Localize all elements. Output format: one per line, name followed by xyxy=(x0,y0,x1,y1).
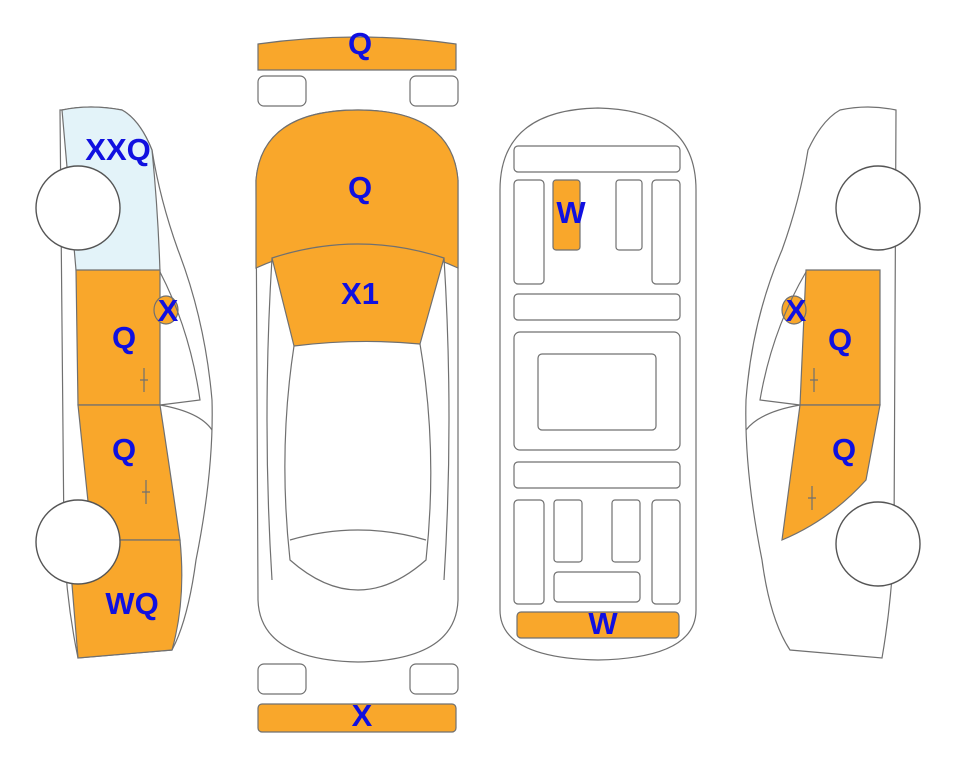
underbody-rear-slot-right xyxy=(611,499,641,563)
right-window-line xyxy=(745,271,807,431)
right-small-mark-code: X xyxy=(786,293,807,328)
left-front-door-code: Q xyxy=(112,320,136,355)
underbody-cross-member xyxy=(513,293,681,321)
left-door-handle-rear xyxy=(142,480,150,504)
left-door-handle-front xyxy=(140,368,148,392)
rear-light-right xyxy=(409,663,459,695)
hood-code: Q xyxy=(348,170,372,205)
front-bumper-code: Q xyxy=(348,26,372,61)
underbody-rear-rail-right xyxy=(651,499,681,605)
right-small-mark xyxy=(781,295,807,325)
underbody-mid-bar xyxy=(513,461,681,489)
underbody-view: W W xyxy=(499,107,697,661)
right-rear-wheel xyxy=(835,501,921,587)
right-rear-door-panel xyxy=(781,404,881,541)
underbody-front-bar xyxy=(513,145,681,173)
rear-light-left xyxy=(257,663,307,695)
right-front-door-code: Q xyxy=(828,322,852,357)
left-small-mark-code: X xyxy=(158,293,179,328)
underbody-rear-panel xyxy=(516,611,680,639)
top-view: Q Q X1 X xyxy=(255,26,459,733)
underbody-spare-well xyxy=(553,571,641,603)
underbody-floor-panel-code: W xyxy=(556,195,586,230)
front-light-left xyxy=(257,75,307,107)
top-cabin-outline xyxy=(284,343,432,591)
left-front-wheel xyxy=(35,165,121,251)
underbody-floor-panel xyxy=(552,179,581,251)
left-side-view: XXQ X Q Q WQ xyxy=(35,106,213,659)
left-small-mark xyxy=(153,295,179,325)
left-roof-glass-code: XXQ xyxy=(85,132,150,167)
windshield-code: X1 xyxy=(341,276,379,311)
right-front-wheel xyxy=(835,165,921,251)
rear-bumper-code: X xyxy=(352,698,373,733)
underbody-rear-slot-left xyxy=(553,499,583,563)
left-rear-quarter-code: WQ xyxy=(105,586,158,621)
underbody-front-slot xyxy=(615,179,643,251)
left-rear-door-code: Q xyxy=(112,432,136,467)
right-side-view: X Q Q xyxy=(745,106,921,659)
rear-bumper-panel xyxy=(257,703,457,733)
top-rear-window-line xyxy=(289,529,427,541)
front-bumper-panel xyxy=(257,36,457,71)
right-rear-door-code: Q xyxy=(832,432,856,467)
left-window-line xyxy=(159,271,213,431)
underbody-front-rail-right xyxy=(651,179,681,285)
left-rear-wheel xyxy=(35,499,121,585)
top-side-lines xyxy=(266,257,450,581)
right-door-handle-front xyxy=(810,368,818,392)
underbody-front-rail-left xyxy=(513,179,545,285)
right-door-handle-rear xyxy=(808,486,816,510)
underbody-tunnel-inner xyxy=(537,353,657,431)
underbody-rear-rail-left xyxy=(513,499,545,605)
front-light-right xyxy=(409,75,459,107)
underbody-rear-panel-code: W xyxy=(588,606,618,641)
